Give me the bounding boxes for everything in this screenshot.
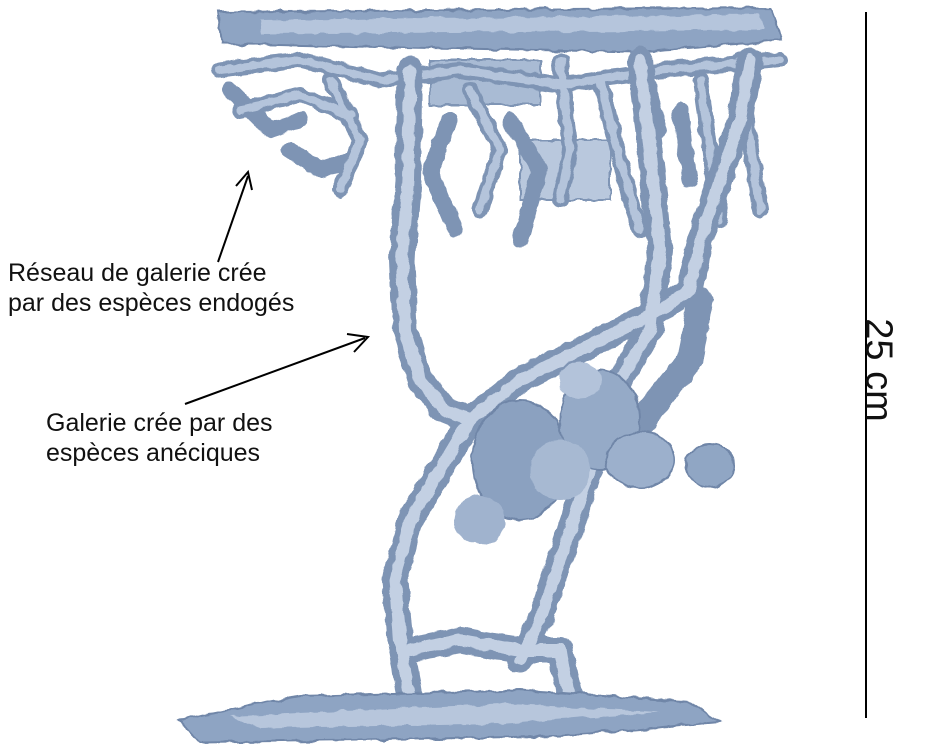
label-endogeic-line2: par des espèces endogés xyxy=(8,288,294,318)
label-anecic-line1: Galerie crée par des xyxy=(46,408,273,438)
scale-label: 25 cm xyxy=(857,318,900,421)
label-anecic-gallery: Galerie crée par des espèces anéciques xyxy=(46,408,273,468)
arrow-endoge xyxy=(218,176,248,262)
label-endogeic-line1: Réseau de galerie crée xyxy=(8,258,294,288)
label-anecic-line2: espèces anéciques xyxy=(46,438,273,468)
bottom-soil-block xyxy=(180,690,720,742)
label-endogeic-network: Réseau de galerie crée par des espèces e… xyxy=(8,258,294,318)
arrow-aneciques xyxy=(185,338,365,404)
